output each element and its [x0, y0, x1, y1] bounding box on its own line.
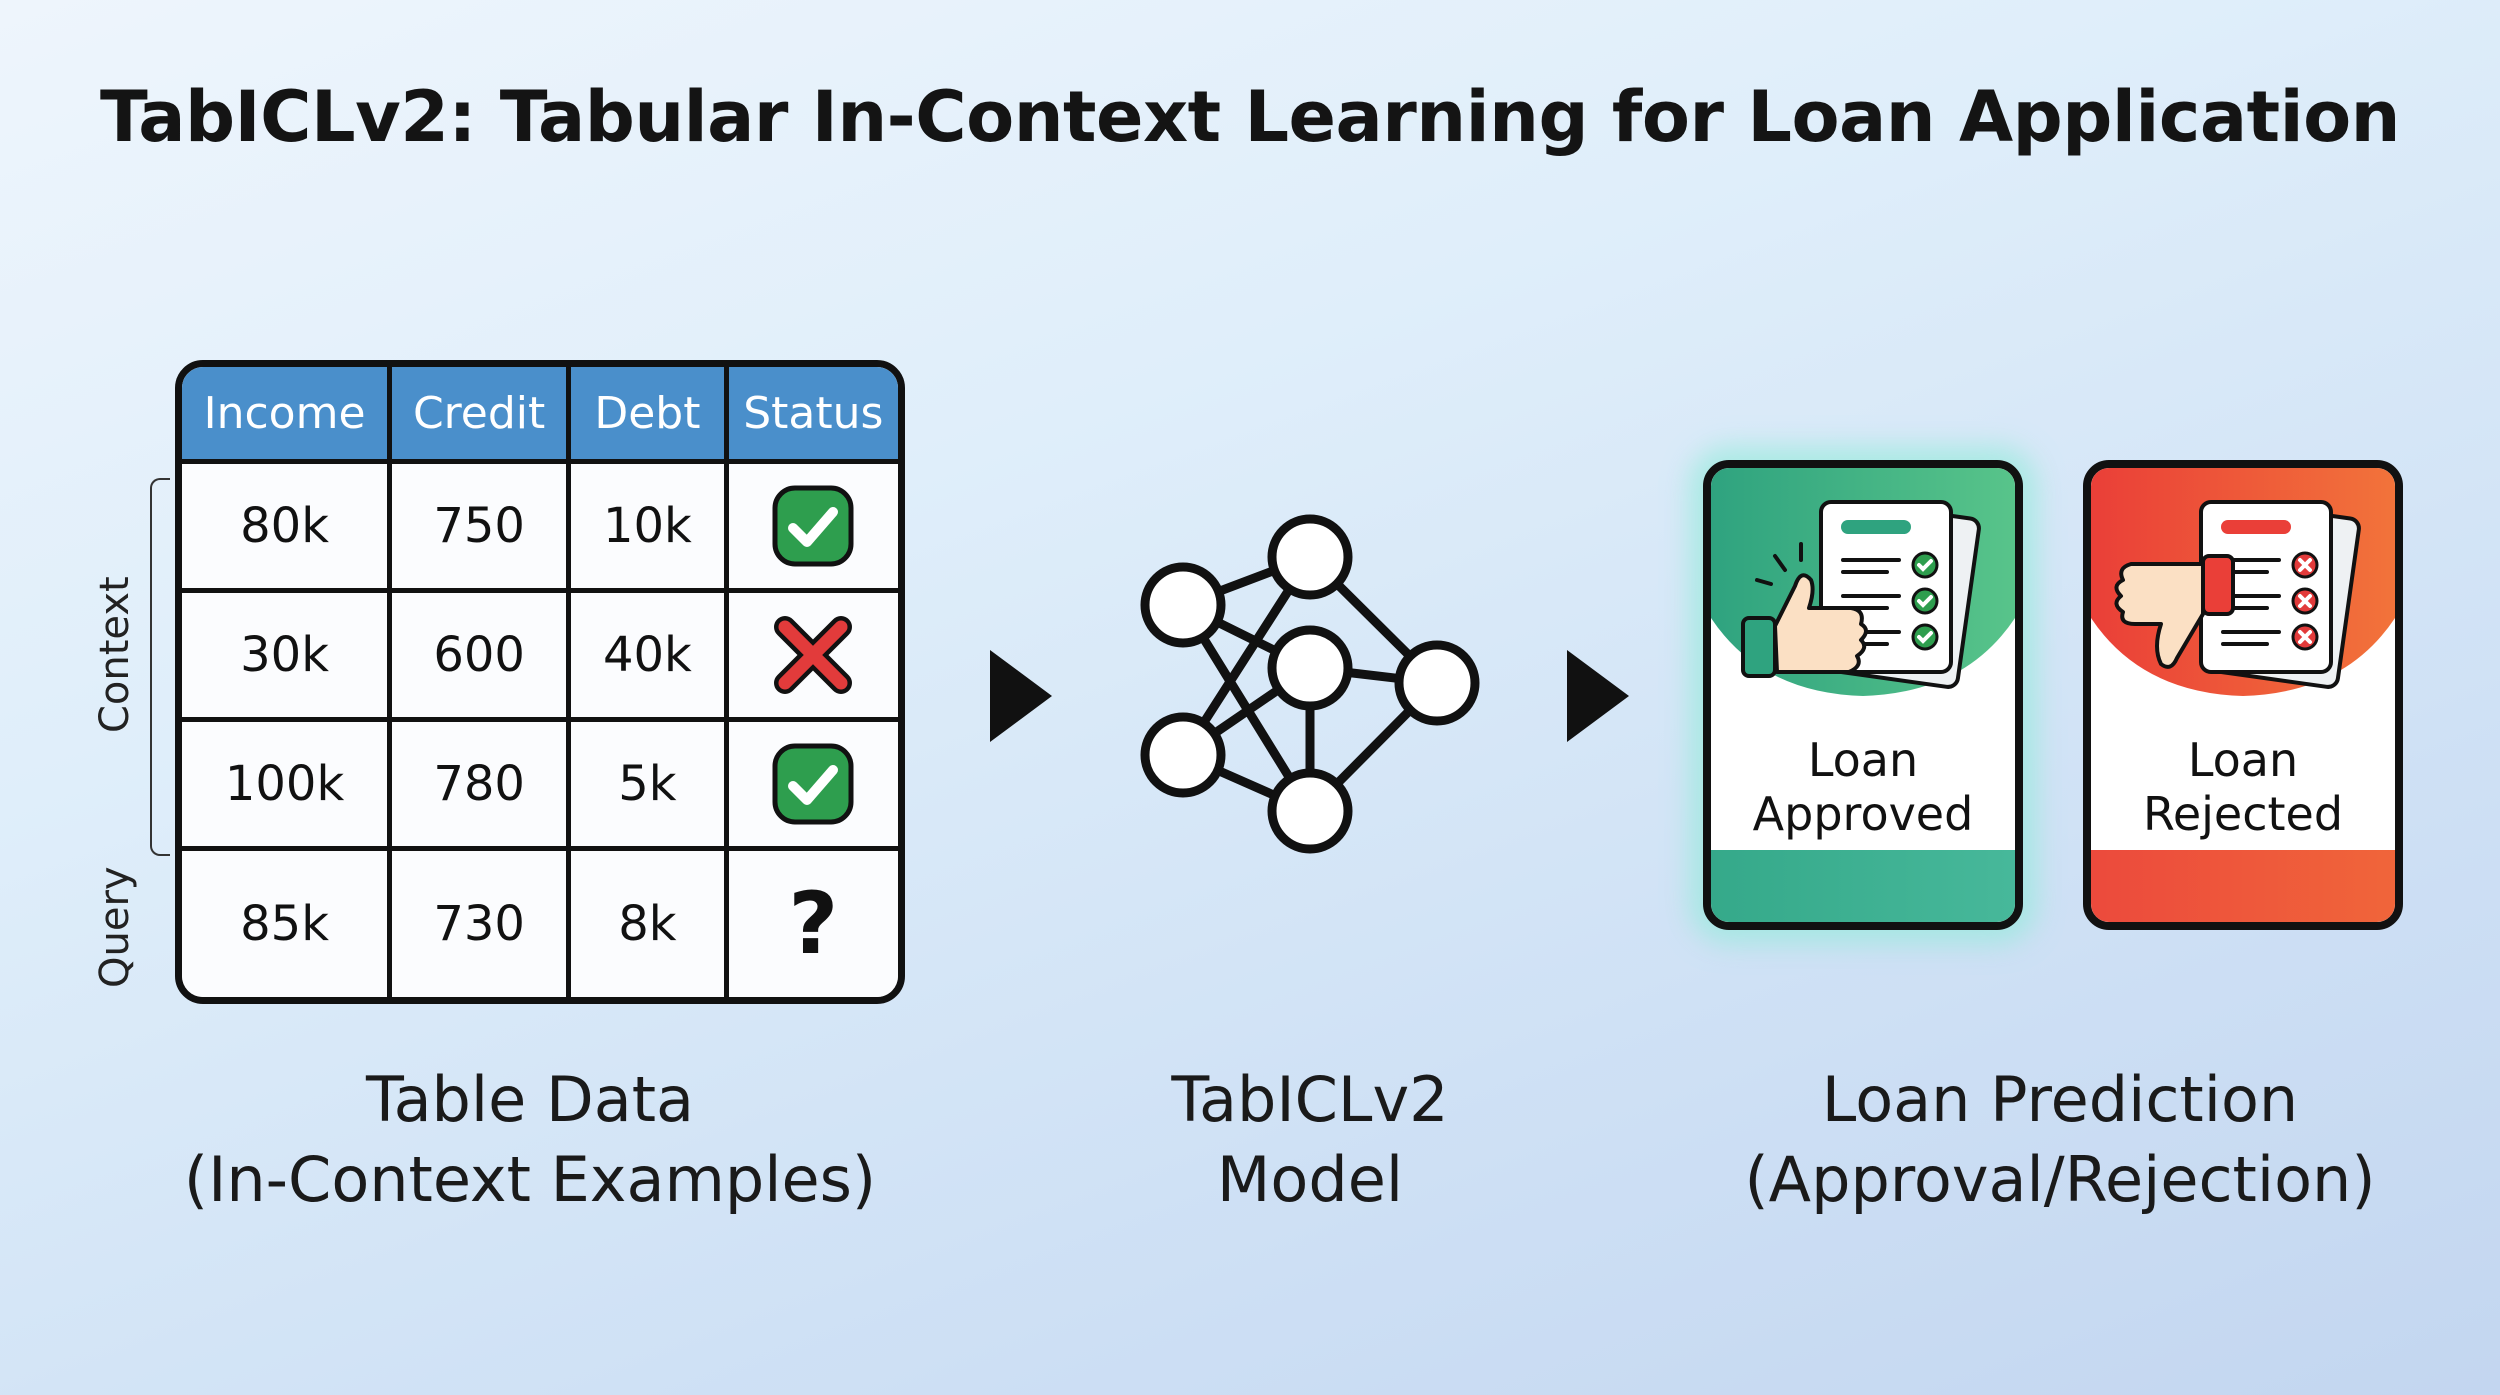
cell-credit: 600 — [387, 588, 572, 723]
context-bracket — [150, 478, 170, 856]
question-mark-icon: ? — [788, 874, 839, 975]
cell-credit: 730 — [387, 846, 572, 997]
table-row: 100k 780 5k — [182, 717, 898, 852]
table-caption: Table Data (In-Context Examples) — [160, 1060, 900, 1220]
context-label: Context — [92, 576, 138, 733]
cell-debt: 40k — [566, 588, 729, 723]
header-debt: Debt — [566, 367, 729, 464]
card-label-line1: Loan — [1807, 733, 1919, 787]
cell-debt: 5k — [566, 717, 729, 852]
play-arrow-icon — [1567, 650, 1629, 742]
loan-rejected-card: Loan Rejected — [2083, 460, 2403, 930]
table-row: 80k 750 10k — [182, 458, 898, 594]
cell-income: 30k — [182, 588, 393, 723]
card-label-line1: Loan — [2187, 733, 2299, 787]
check-icon — [772, 743, 854, 825]
thumbs-down-document-icon — [2091, 468, 2395, 696]
cell-credit: 780 — [387, 717, 572, 852]
cell-debt: 8k — [566, 846, 729, 997]
cell-status — [723, 717, 898, 852]
thumbs-up-document-icon — [1711, 468, 2015, 696]
cell-debt: 10k — [566, 458, 729, 594]
table-header-row: Income Credit Debt Status — [182, 367, 898, 464]
table-row: 30k 600 40k — [182, 588, 898, 723]
cell-status — [723, 588, 898, 723]
query-label: Query — [92, 866, 138, 988]
header-income: Income — [182, 367, 393, 464]
header-credit: Credit — [387, 367, 572, 464]
caption-line2: Model — [1216, 1143, 1404, 1216]
cell-status — [723, 458, 898, 594]
cell-income: 80k — [182, 458, 393, 594]
play-arrow-icon — [990, 650, 1052, 742]
caption-line1: TabICLv2 — [1171, 1063, 1449, 1136]
card-label-line2: Approved — [1752, 787, 1974, 841]
loan-approved-card: Loan Approved — [1703, 460, 2023, 930]
header-status: Status — [723, 367, 898, 464]
check-icon — [772, 485, 854, 567]
caption-line1: Table Data — [365, 1063, 695, 1136]
card-label: Loan Rejected — [2091, 733, 2395, 841]
prediction-caption: Loan Prediction (Approval/Rejection) — [1680, 1060, 2440, 1220]
neural-network-icon — [1140, 514, 1480, 854]
model-caption: TabICLv2 Model — [1110, 1060, 1510, 1220]
caption-line2: (Approval/Rejection) — [1744, 1143, 2376, 1216]
cell-status-query: ? — [723, 846, 898, 997]
cell-income: 100k — [182, 717, 393, 852]
caption-line2: (In-Context Examples) — [183, 1143, 877, 1216]
card-label-line2: Rejected — [2142, 787, 2344, 841]
cell-credit: 750 — [387, 458, 572, 594]
card-bottom-band — [1711, 850, 2015, 922]
card-label: Loan Approved — [1711, 733, 2015, 841]
cross-icon — [774, 616, 853, 695]
page-title: TabICLv2: Tabular In-Context Learning fo… — [99, 76, 2401, 158]
card-bottom-band — [2091, 850, 2395, 922]
data-table: Income Credit Debt Status 80k 750 10k 30 — [175, 360, 905, 1004]
caption-line1: Loan Prediction — [1821, 1063, 2299, 1136]
cell-income: 85k — [182, 846, 393, 997]
table-row-query: 85k 730 8k ? — [182, 846, 898, 997]
